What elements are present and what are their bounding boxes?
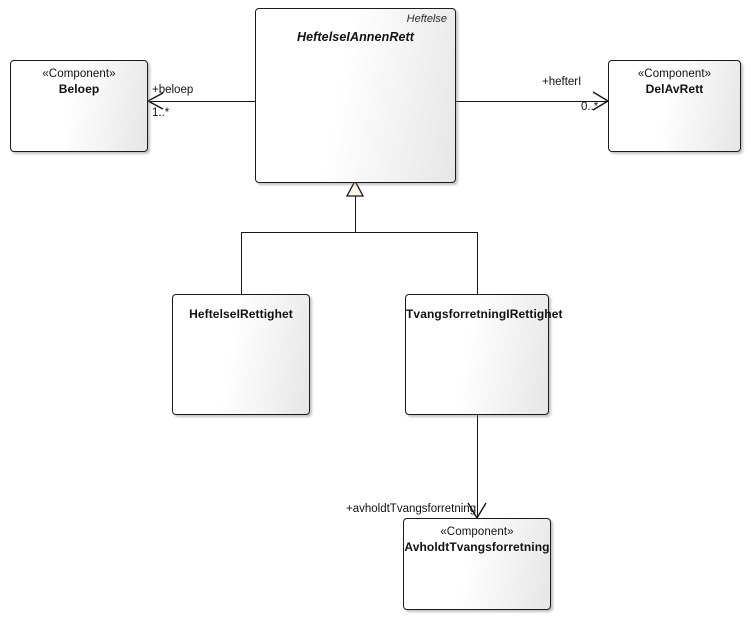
- association-line-del-av-rett: [455, 101, 608, 102]
- generalization-branch-left: [241, 232, 242, 294]
- node-stereotype: «Component»: [440, 526, 514, 538]
- node-title: HeftelseIRettighet: [189, 307, 293, 321]
- generalization-triangle: [345, 179, 365, 197]
- node-del-av-rett[interactable]: «Component» DelAvRett: [608, 60, 741, 152]
- node-header: HeftelseIAnnenRett: [256, 29, 455, 45]
- generalization-trunk-line: [355, 195, 356, 232]
- edge-role-beloep: +beloep: [152, 84, 194, 96]
- generalization-branch-right: [477, 232, 478, 294]
- node-header: «Component» AvholdtTvangsforretning: [404, 525, 550, 555]
- association-line-beloep: [148, 101, 255, 102]
- node-beloep[interactable]: «Component» Beloep: [10, 60, 148, 152]
- arrowhead-beloep: [146, 92, 164, 110]
- node-header: HeftelseIRettighet: [173, 305, 309, 322]
- association-line-avholdt-tvangsforretning: [477, 415, 478, 518]
- node-stereotype: «Component»: [637, 68, 712, 80]
- node-header: «Component» Beloep: [11, 67, 147, 97]
- edge-multiplicity-del-av-rett: 0..*: [581, 101, 599, 113]
- node-title: HeftelseIAnnenRett: [296, 30, 415, 44]
- node-title: AvholdtTvangsforretning: [404, 539, 550, 554]
- node-heftelse-i-rettighet[interactable]: HeftelseIRettighet: [172, 294, 310, 415]
- node-header: TvangsforretningIRettighet: [406, 305, 563, 322]
- node-header: «Component» DelAvRett: [609, 67, 740, 97]
- edge-role-avholdt-tvangsforretning: +avholdtTvangsforretning: [346, 503, 477, 515]
- node-heftelse-i-annen-rett[interactable]: Heftelse HeftelseIAnnenRett: [255, 8, 456, 183]
- diagram-tag-label: Heftelse: [406, 13, 447, 25]
- generalization-branch-bar: [241, 232, 478, 233]
- node-title: DelAvRett: [645, 81, 704, 96]
- edge-role-del-av-rett: +hefterI: [542, 76, 582, 88]
- node-tvangsforretning-i-rettighet[interactable]: TvangsforretningIRettighet: [405, 294, 563, 415]
- edge-multiplicity-beloep: 1..*: [152, 107, 170, 119]
- node-avholdt-tvangsforretning[interactable]: «Component» AvholdtTvangsforretning: [403, 518, 551, 610]
- node-stereotype: «Component»: [42, 68, 116, 80]
- node-title: Beloep: [58, 81, 100, 96]
- node-title: TvangsforretningIRettighet: [406, 307, 563, 321]
